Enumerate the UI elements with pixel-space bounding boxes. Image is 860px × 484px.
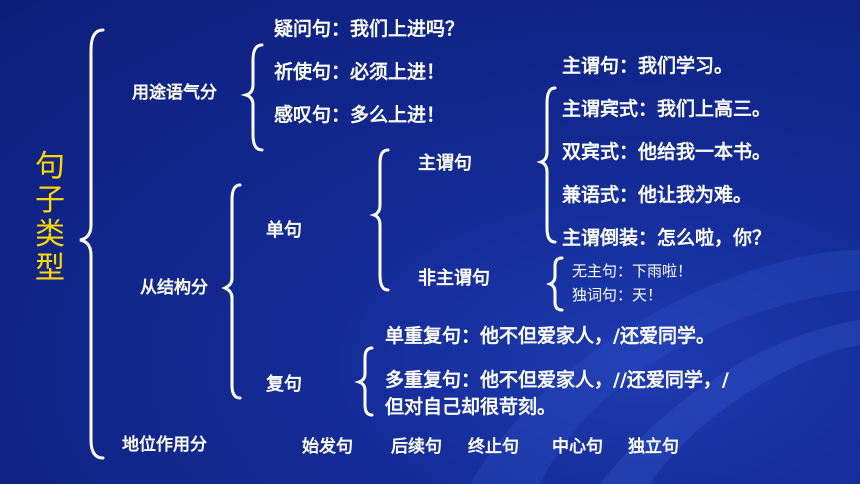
purpose-item-question: 疑问句：我们上进吗？ <box>274 18 465 40</box>
category-structure: 从结构分 <box>140 278 208 298</box>
compound-item: 多重复句：他不但爱家人，//还爱同学，/ <box>385 369 729 391</box>
simple-bracket <box>369 148 390 292</box>
sp-item: 主谓倒装：怎么啦，你？ <box>562 227 772 249</box>
nsp-bracket <box>545 256 564 312</box>
non-subject-predicate-label: 非主谓句 <box>418 268 490 289</box>
sp-item: 兼语式：他让我为难。 <box>562 184 753 206</box>
position-item: 独立句 <box>628 437 679 457</box>
category-purpose: 用途语气分 <box>132 83 217 103</box>
nsp-item: 无主句：下雨啦！ <box>572 262 693 280</box>
purpose-item-exclamatory: 感叹句：多么上进！ <box>274 104 446 126</box>
sp-item: 主谓句：我们学习。 <box>562 55 734 77</box>
structure-bracket <box>221 183 242 400</box>
nsp-item: 独词句：天！ <box>572 286 663 304</box>
subject-predicate-label: 主谓句 <box>418 153 472 174</box>
sp-item: 双宾式：他给我一本书。 <box>562 141 772 163</box>
category-position: 地位作用分 <box>122 435 207 455</box>
sp-bracket <box>536 86 557 244</box>
purpose-item-imperative: 祈使句：必须上进！ <box>274 61 446 83</box>
page-title: 句子类型 <box>35 149 65 286</box>
compound-item: 单重复句：他不但爱家人，/还爱同学。 <box>385 325 715 347</box>
main-bracket <box>79 28 105 460</box>
structure-compound: 复句 <box>266 374 302 395</box>
purpose-bracket <box>240 43 264 152</box>
position-item: 后续句 <box>391 437 442 457</box>
sp-item: 主谓宾式：我们上高三。 <box>562 98 772 120</box>
compound-bracket <box>354 346 374 417</box>
position-item: 中心句 <box>552 437 603 457</box>
structure-simple: 单句 <box>266 220 302 241</box>
compound-item: 但对自己却很苛刻。 <box>385 396 557 418</box>
position-item: 始发句 <box>302 437 353 457</box>
position-item: 终止句 <box>468 437 519 457</box>
